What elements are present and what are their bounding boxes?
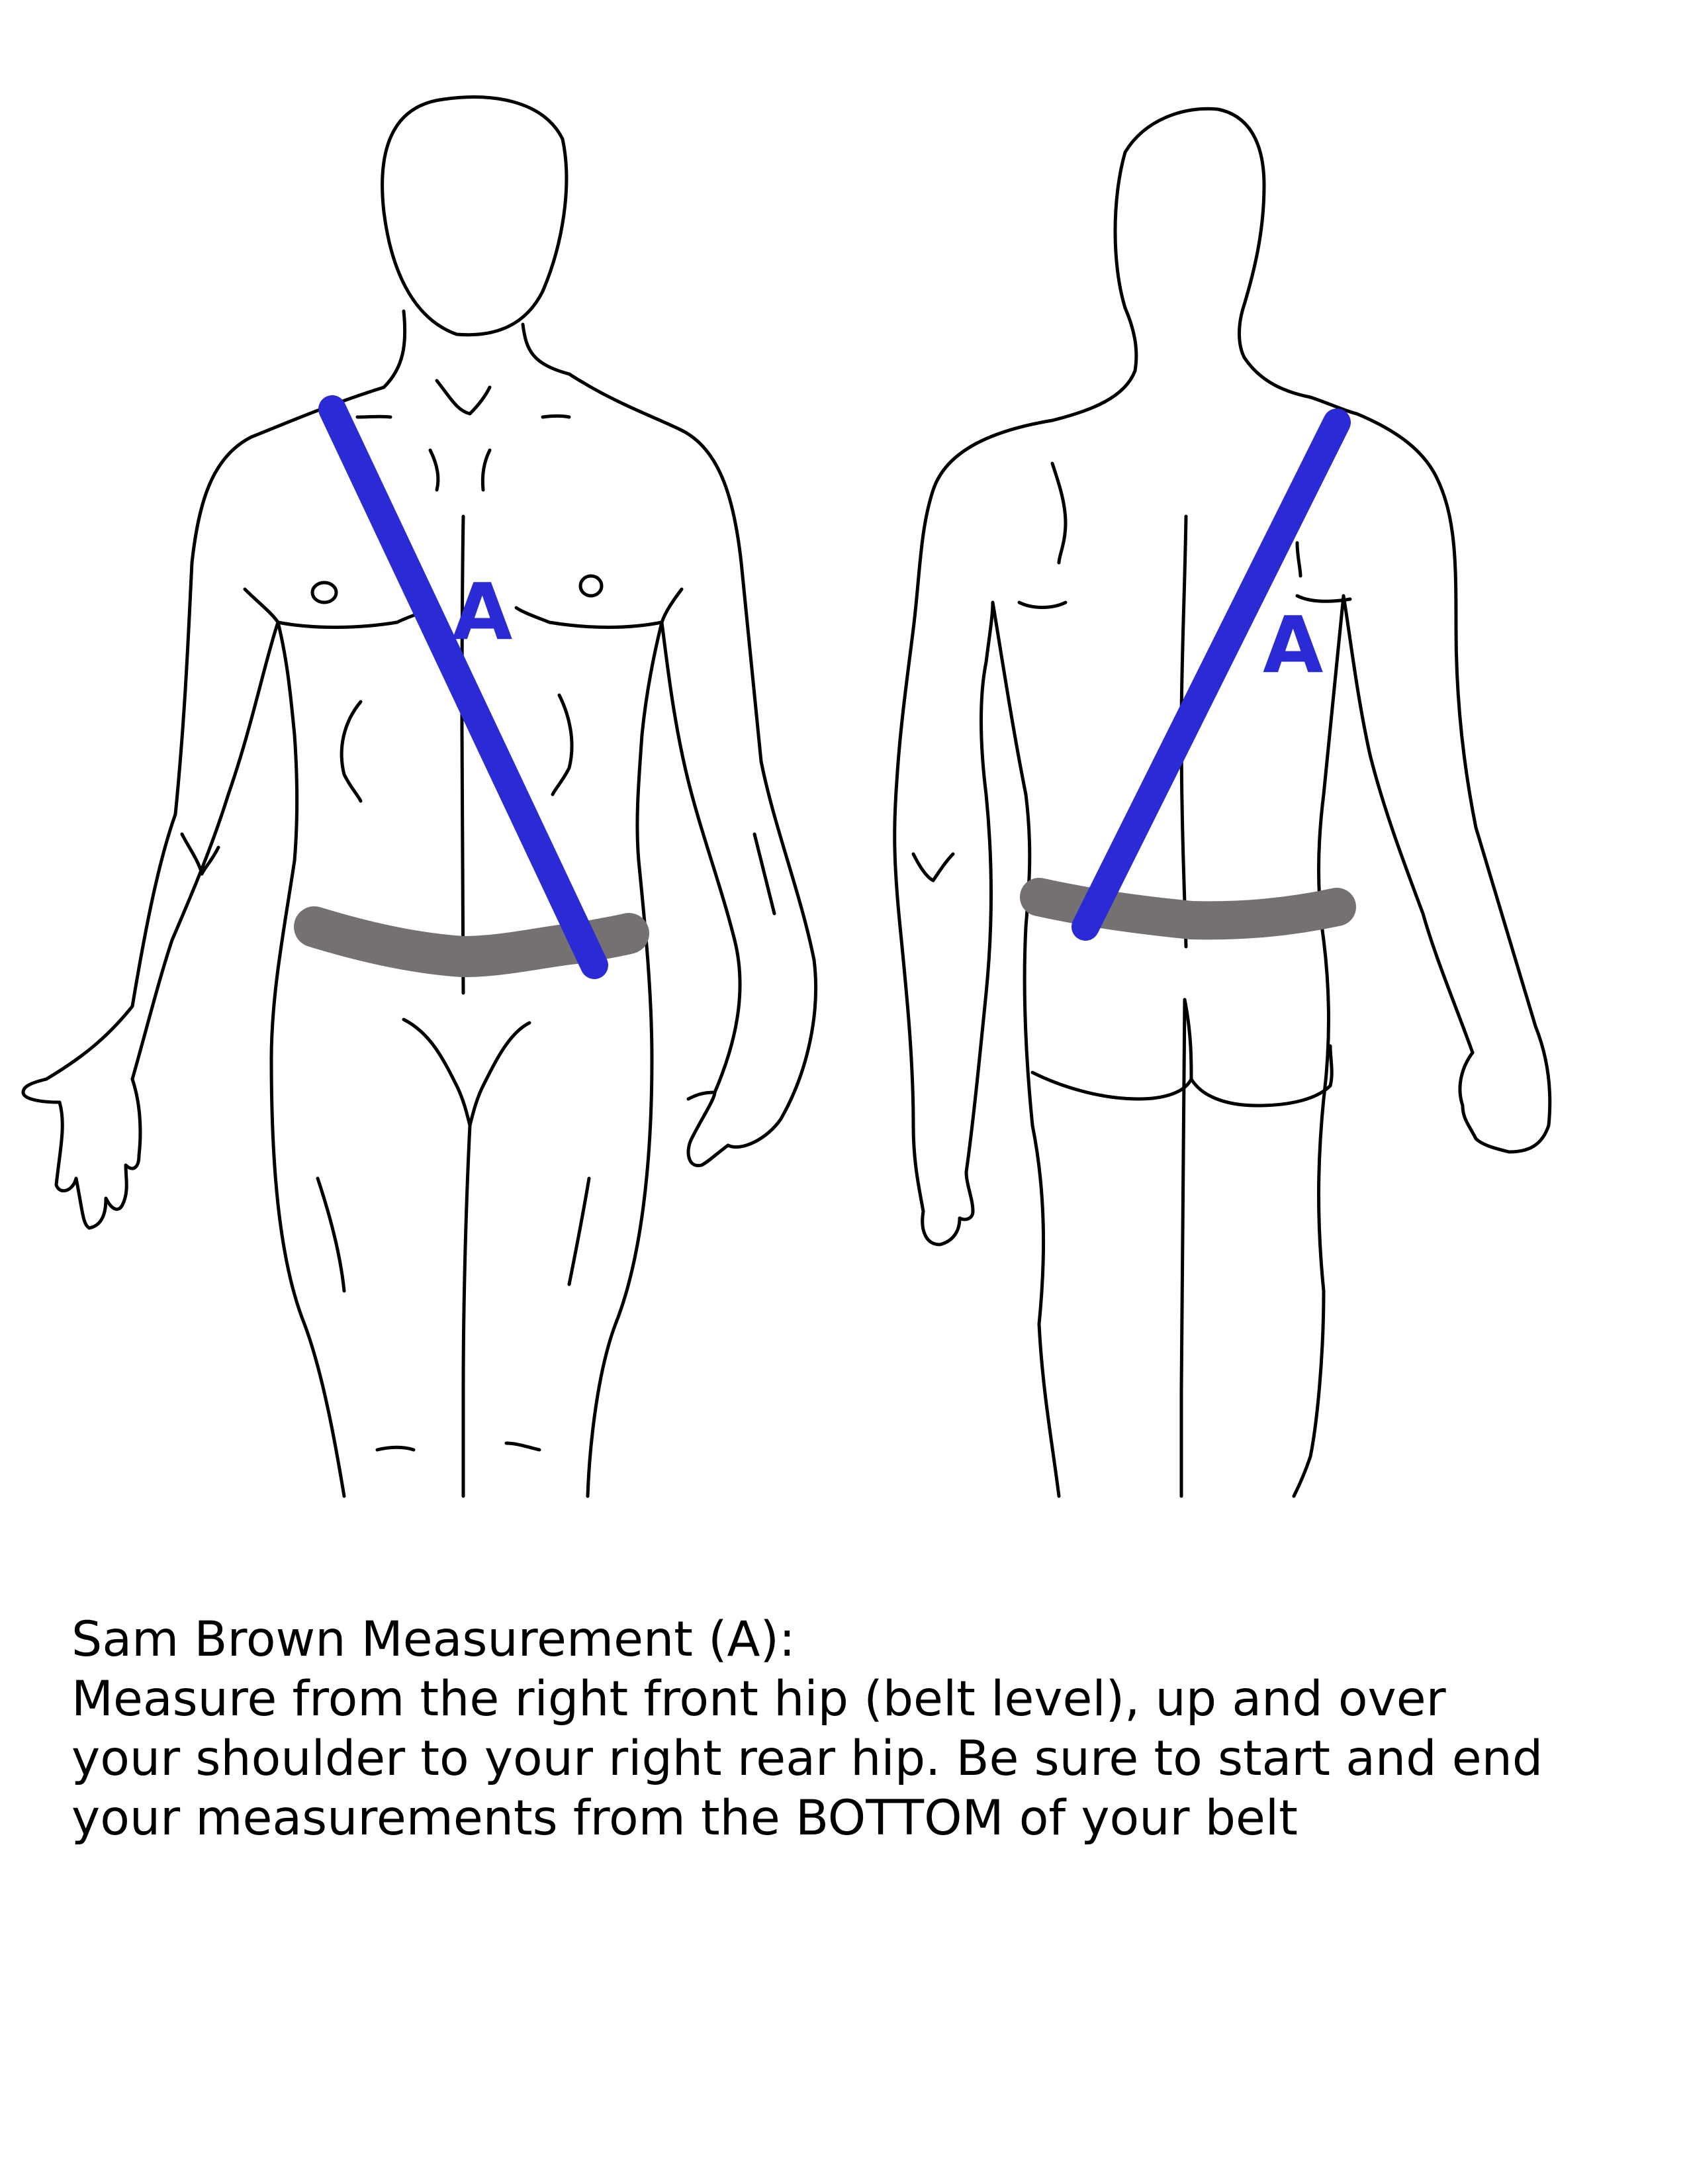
- front-right-arm-outer: [567, 372, 818, 1149]
- front-groin: [402, 1018, 531, 1127]
- back-head-outline: [1113, 107, 1266, 359]
- front-strap-label: A: [452, 566, 512, 657]
- front-throat: [435, 379, 492, 416]
- back-left-arm-inner: [964, 600, 995, 1174]
- front-left-hand: [21, 1077, 142, 1230]
- front-chest-mark-right: [480, 448, 492, 492]
- front-neck-right: [521, 322, 571, 376]
- front-left-arm-inner: [130, 620, 280, 1081]
- front-right-forearm-detail: [752, 832, 776, 916]
- back-inner-leg: [1179, 998, 1187, 1498]
- caption-line-1: Measure from the right front hip (belt l…: [71, 1671, 1446, 1727]
- front-rib-left: [340, 700, 363, 803]
- back-shoulder-blade-left: [1050, 461, 1068, 565]
- front-nipple-right: [578, 574, 604, 598]
- back-right-arm-inner: [1342, 594, 1475, 1055]
- front-armpit-right: [660, 587, 684, 624]
- back-torso-right: [1292, 594, 1345, 1498]
- caption-line-2: your shoulder to your right rear hip. Be…: [71, 1731, 1543, 1787]
- back-torso-left: [991, 600, 1061, 1498]
- back-shoulder-blade-right: [1295, 541, 1302, 578]
- front-view-figure: [21, 95, 818, 1498]
- front-collarbone-left: [355, 414, 392, 419]
- back-view-figure: [893, 107, 1552, 1498]
- front-torso-left: [269, 620, 346, 1498]
- front-pec-left: [276, 607, 432, 629]
- back-neck-right: [1242, 356, 1359, 416]
- caption-title: Sam Brown Measurement (A):: [71, 1611, 796, 1668]
- front-kneecap-right: [504, 1441, 541, 1452]
- front-chest-mark-left: [428, 448, 440, 492]
- back-left-forearm-detail: [911, 852, 955, 882]
- front-left-forearm-detail: [180, 832, 204, 876]
- front-knee-right: [567, 1176, 591, 1286]
- back-neck-left: [1050, 306, 1138, 422]
- front-head-outline: [381, 95, 569, 337]
- measurement-diagram: A A: [21, 95, 1552, 1498]
- back-strap-label: A: [1263, 599, 1323, 690]
- front-strap: [318, 395, 608, 979]
- front-inner-leg-left: [461, 1123, 472, 1498]
- back-buttock-left: [1030, 998, 1193, 1101]
- front-torso-right: [586, 620, 664, 1498]
- back-right-hand: [1458, 1051, 1511, 1154]
- front-armpit-left: [243, 587, 280, 624]
- back-strap: [1071, 408, 1351, 941]
- front-left-forearm-detail-2: [200, 845, 220, 876]
- back-blade-crease-right: [1295, 594, 1352, 603]
- back-right-arm-outer: [1355, 412, 1552, 1154]
- front-neck-left: [382, 309, 407, 389]
- front-right-arm-inner: [660, 620, 742, 1094]
- caption-line-3: your measurements from the BOTTOM of you…: [71, 1790, 1298, 1846]
- back-belt: [1020, 878, 1356, 940]
- measurement-instructions: Sam Brown Measurement (A): Measure from …: [71, 1610, 1633, 1848]
- front-rib-right: [551, 693, 574, 796]
- front-sternum-line: [460, 514, 465, 995]
- back-buttock-right: [1189, 1044, 1334, 1108]
- back-left-arm-outer: [893, 418, 1054, 1213]
- front-left-arm-outer: [44, 385, 386, 1081]
- front-pec-right: [514, 606, 664, 629]
- back-left-hand: [921, 1170, 975, 1247]
- front-knee-left: [316, 1176, 346, 1293]
- front-collarbone-right: [541, 414, 571, 419]
- front-right-hand: [686, 1090, 730, 1168]
- front-nipple-left: [310, 581, 338, 604]
- back-blade-crease-left: [1017, 600, 1068, 609]
- front-kneecap-left: [375, 1445, 416, 1452]
